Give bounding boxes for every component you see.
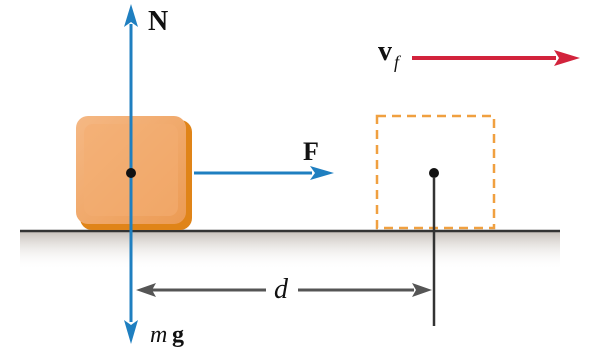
weight-label-m: m [150, 322, 167, 348]
distance-arrowhead-left [136, 283, 156, 297]
ghost-block-center-dot [429, 168, 439, 178]
ground-shading [20, 232, 560, 270]
normal-force-arrowhead [124, 4, 138, 27]
distance-label: d [274, 274, 289, 305]
applied-force-arrowhead [310, 166, 334, 180]
normal-force-label: N [148, 6, 168, 37]
ghost-block-outline [375, 114, 496, 230]
weight-label-g: g [172, 322, 184, 348]
distance-arrowhead-right [412, 283, 432, 297]
weight-arrowhead [124, 320, 138, 344]
velocity-arrowhead [554, 50, 580, 66]
velocity-label-v: v [378, 36, 392, 67]
applied-force-label: F [303, 137, 319, 166]
block-center-dot [126, 168, 136, 178]
velocity-label-subscript: f [394, 52, 402, 72]
